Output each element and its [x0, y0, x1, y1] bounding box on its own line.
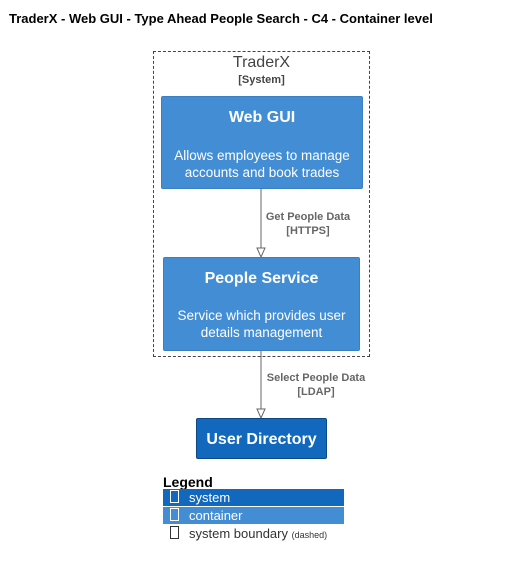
legend-note: (dashed): [291, 530, 328, 540]
relation-tech: [HTTPS]: [286, 225, 330, 237]
legend-label: system: [189, 490, 231, 505]
square-icon: [170, 490, 179, 503]
node-name: People Service: [204, 270, 319, 287]
node-name: User Directory: [206, 431, 317, 448]
relation-label-2: Select People Data [LDAP]: [258, 371, 374, 399]
legend-item-container: container: [163, 507, 344, 524]
arrowhead-select-people-data: [256, 408, 266, 420]
user-directory-system[interactable]: User Directory: [196, 418, 327, 459]
legend-title: Legend: [163, 474, 213, 490]
web-gui-container[interactable]: Web GUI Allows employees to manage accou…: [161, 96, 363, 189]
description-line: accounts and book trades: [184, 165, 340, 180]
boundary-type: [System]: [238, 74, 285, 86]
relation-name: Get People Data: [265, 211, 351, 223]
legend-label: container: [189, 508, 243, 523]
node-name: Web GUI: [228, 109, 296, 126]
relation-tech: [LDAP]: [297, 386, 335, 398]
boundary-name: TraderX: [232, 54, 291, 71]
legend-item-boundary: system boundary (dashed): [163, 525, 344, 542]
relation-name: Select People Data: [266, 372, 366, 384]
people-service-container[interactable]: People Service Service which provides us…: [163, 257, 360, 351]
description-line: Allows employees to manage: [174, 148, 350, 163]
legend-item-system: system: [163, 489, 344, 506]
legend-label: system boundary: [189, 526, 288, 541]
node-description: Allows employees to manage accounts and …: [162, 147, 362, 181]
diagram-title: TraderX - Web GUI - Type Ahead People Se…: [9, 11, 433, 26]
relation-label-1: Get People Data [HTTPS]: [255, 210, 361, 238]
square-icon: [170, 526, 179, 539]
description-line: Service which provides user: [177, 308, 346, 323]
square-icon: [170, 508, 179, 521]
arrowhead-get-people-data: [256, 247, 266, 259]
node-description: Service which provides user details mana…: [164, 307, 359, 341]
description-line: details management: [200, 325, 323, 340]
